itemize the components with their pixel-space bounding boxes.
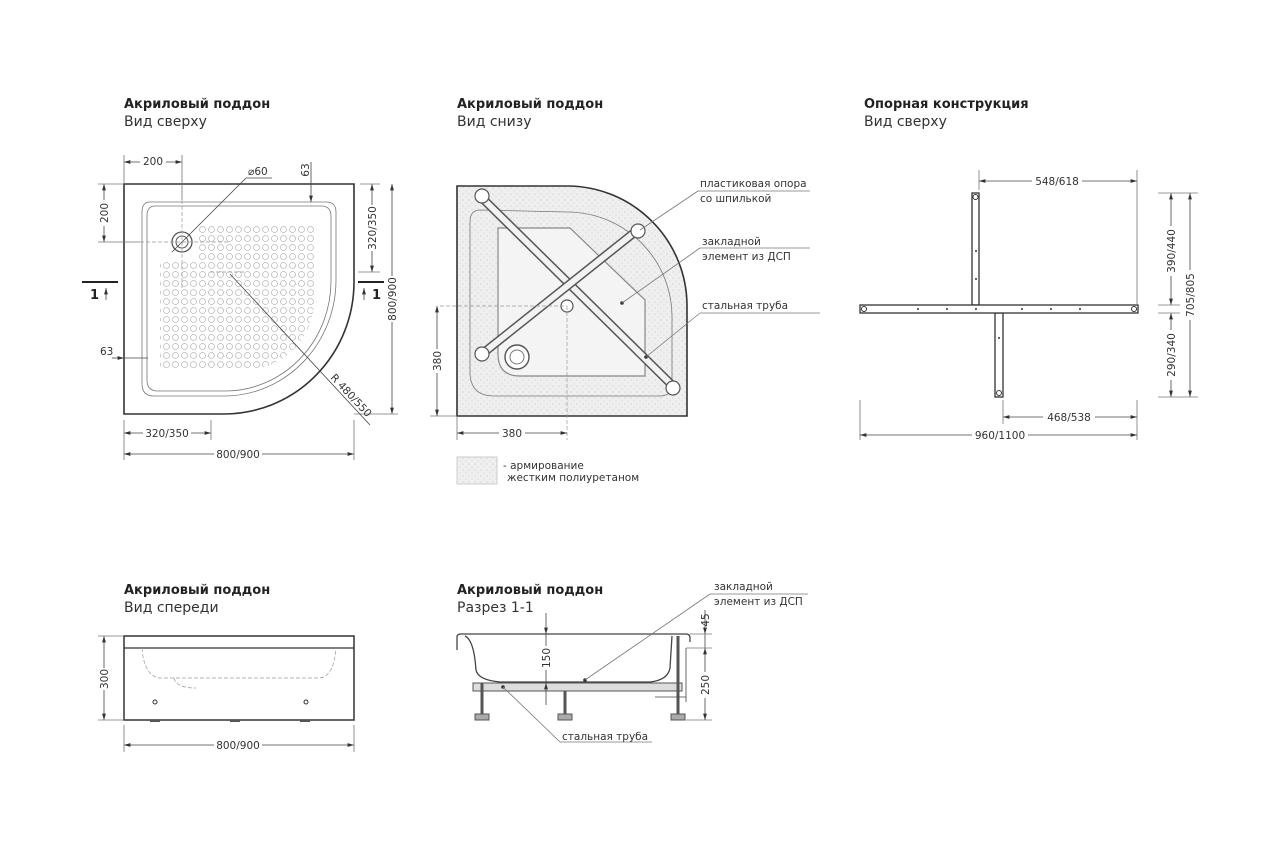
dim-bottom-side: 320/350: [145, 428, 189, 440]
view-subtitle: Вид спереди: [124, 600, 219, 616]
dim-depth: 150: [541, 648, 553, 668]
dim-width: 800/900: [216, 740, 260, 752]
dim-lower-offset: 468/538: [1047, 412, 1091, 424]
dim-width: 960/1100: [975, 430, 1025, 442]
dim-top: 548/618: [1035, 176, 1079, 188]
legend-text: - армирование: [503, 460, 584, 472]
dim-rim-top: 63: [300, 163, 312, 176]
dim-height: 250: [700, 675, 712, 695]
frame-bar-main: [859, 304, 1139, 314]
dim-height: 300: [99, 669, 111, 689]
label-pipe: стальная труба: [702, 300, 788, 312]
view-subtitle: Вид сверху: [864, 114, 947, 130]
view-title: Опорная конструкция: [864, 97, 1029, 112]
dim-rim: 45: [700, 613, 712, 626]
view-title: Акриловый поддон: [124, 97, 270, 112]
dim-right-side: 320/350: [367, 206, 379, 250]
dim-upper: 390/440: [1166, 229, 1178, 273]
view-title: Акриловый поддон: [124, 583, 270, 598]
legend-swatch: [456, 456, 498, 485]
view-subtitle: Вид снизу: [457, 114, 532, 130]
label-insert: элемент из ДСП: [714, 596, 803, 608]
label-support: пластиковая опора: [700, 178, 807, 190]
dim-radius: R 480/550: [328, 372, 374, 420]
label-support: со шпилькой: [700, 193, 771, 205]
dim-horizontal: 380: [502, 428, 522, 440]
dim-height: 800/900: [387, 277, 399, 321]
label-insert: элемент из ДСП: [702, 251, 791, 263]
view-title: Акриловый поддон: [457, 97, 603, 112]
frame-bar-lower: [994, 312, 1004, 398]
dim-rim-left: 63: [100, 346, 113, 358]
dim-vertical: 380: [432, 351, 444, 371]
dim-drain-x: 200: [143, 156, 163, 168]
label-insert: закладной: [702, 236, 761, 248]
section-mark-right: 1: [372, 288, 381, 303]
bottom-view: Акриловый поддон Вид снизу 380 380 пласт…: [430, 97, 820, 485]
label-insert: закладной: [714, 581, 773, 593]
section-view: Акриловый поддон Разрез 1-1 150 45 250 з…: [456, 581, 808, 743]
dim-width: 800/900: [216, 449, 260, 461]
tray-section: [456, 633, 691, 683]
dim-drain-diameter: ⌀60: [248, 166, 268, 178]
dim-lower: 290/340: [1166, 333, 1178, 377]
dim-drain-y: 200: [99, 203, 111, 223]
steel-pipe: [472, 682, 683, 692]
view-title: Акриловый поддон: [457, 583, 603, 598]
frame-view: Опорная конструкция Вид сверху 548/618 3…: [859, 97, 1198, 442]
frame-bar-upper: [971, 192, 980, 306]
view-subtitle: Вид сверху: [124, 114, 207, 130]
label-pipe: стальная труба: [562, 731, 648, 743]
legend-text: жестким полиуретаном: [507, 472, 639, 484]
dim-total-height: 705/805: [1185, 273, 1197, 317]
section-mark-left: 1: [90, 288, 99, 303]
top-view: Акриловый поддон Вид сверху 200 200 ⌀60 …: [82, 97, 399, 461]
tray-inner-rim: [141, 201, 337, 397]
view-subtitle: Разрез 1-1: [457, 600, 534, 616]
front-view: Акриловый поддон Вид спереди 300 800/900: [98, 583, 355, 752]
anti-slip-dots: [160, 224, 315, 370]
